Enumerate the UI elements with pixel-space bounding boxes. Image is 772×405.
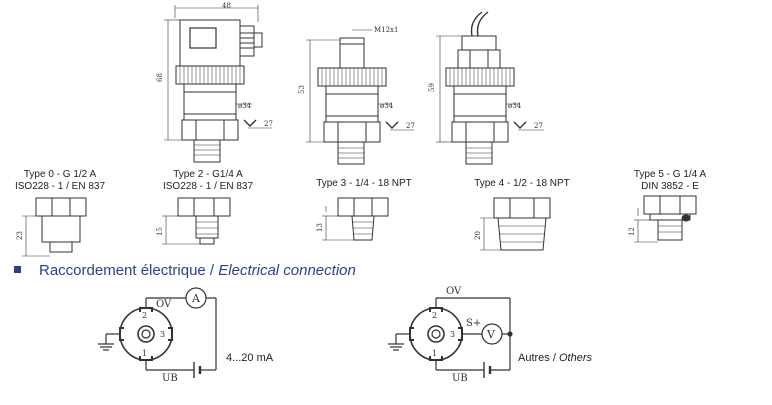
dim-width-48: 48 [222, 2, 231, 10]
voltmeter-symbol: V [486, 328, 496, 341]
sensor-cable-drawing: ø34 59 27 [428, 11, 544, 165]
left-pin-1: 1 [142, 349, 147, 358]
dim-wrench-27: 27 [264, 120, 273, 128]
dim-dia-34-c: ø34 [508, 102, 522, 110]
fitting-type-4: 20 [474, 197, 551, 251]
type5-label: Type 5 - G 1/4 A DIN 3852 - E [620, 169, 720, 193]
right-note-italic: Others [558, 352, 592, 364]
right-ov-label: OV [446, 286, 462, 297]
type0-line2: ISO228 - 1 / EN 837 [14, 181, 106, 192]
type3-label: Type 3 - 1/4 - 18 NPT [306, 178, 422, 190]
type4-line1: Type 4 - 1/2 - 18 NPT [474, 178, 570, 189]
type4-label: Type 4 - 1/2 - 18 NPT [464, 178, 580, 190]
right-note: Autres / Others [518, 352, 592, 364]
fitting-type-0: 23 [16, 197, 87, 257]
dim-type3: 13 [316, 223, 324, 232]
dim-m12: M12x1 [374, 26, 398, 34]
sensor-m12-drawing: M12x1 ø34 53 27 [298, 26, 415, 165]
dim-wrench-27-c: 27 [534, 122, 543, 130]
bullet-square-icon [14, 266, 21, 273]
right-pin-1: 1 [432, 349, 437, 358]
left-pin-3: 3 [160, 330, 165, 339]
type2-line2: ISO228 - 1 / EN 837 [162, 181, 254, 192]
right-pin-3: 3 [450, 330, 455, 339]
dim-type4: 20 [474, 231, 482, 240]
type5-line1: Type 5 - G 1/4 A [633, 169, 707, 180]
fitting-type-5: 12 [628, 195, 697, 243]
dim-type0: 23 [16, 231, 24, 240]
right-ub-label: UB [452, 373, 468, 384]
fitting-type-2: 15 [156, 197, 231, 245]
dim-type5: 12 [628, 227, 636, 236]
left-ub-label: UB [162, 373, 178, 384]
fitting-type-3: 13 [316, 197, 389, 241]
dim-height-59: 59 [428, 83, 436, 92]
section-heading-fr: Raccordement électrique / [39, 262, 219, 279]
wiring-diagram-4-20ma: A [98, 287, 217, 378]
right-splus-label: S+ [466, 318, 481, 329]
dim-dia-34: ø34 [238, 102, 252, 110]
right-note-plain: Autres / [518, 352, 559, 364]
type2-label: Type 2 - G1/4 A ISO228 - 1 / EN 837 [158, 169, 258, 193]
left-ov-label: OV [156, 299, 172, 310]
dim-dia-34-b: ø34 [380, 102, 394, 110]
type0-line1: Type 0 - G 1/2 A [23, 169, 97, 180]
type2-line1: Type 2 - G1/4 A [173, 169, 243, 180]
left-pin-2: 2 [142, 311, 147, 320]
type3-line1: Type 3 - 1/4 - 18 NPT [316, 178, 412, 189]
section-heading-en: Electrical connection [218, 262, 356, 279]
section-heading: Raccordement électrique / Electrical con… [14, 262, 356, 279]
dim-wrench-27-b: 27 [406, 122, 415, 130]
ammeter-symbol: A [191, 292, 201, 305]
sensor-din-connector-drawing: 48 ø34 68 [156, 2, 273, 163]
right-pin-2: 2 [432, 311, 437, 320]
type0-label: Type 0 - G 1/2 A ISO228 - 1 / EN 837 [14, 169, 106, 193]
dim-type2: 15 [156, 227, 164, 236]
dim-height-68: 68 [156, 73, 164, 82]
type5-line2: DIN 3852 - E [641, 181, 699, 192]
dim-height-53: 53 [298, 85, 306, 94]
wiring-diagram-voltage: V [388, 297, 513, 378]
left-note: 4...20 mA [226, 352, 274, 364]
